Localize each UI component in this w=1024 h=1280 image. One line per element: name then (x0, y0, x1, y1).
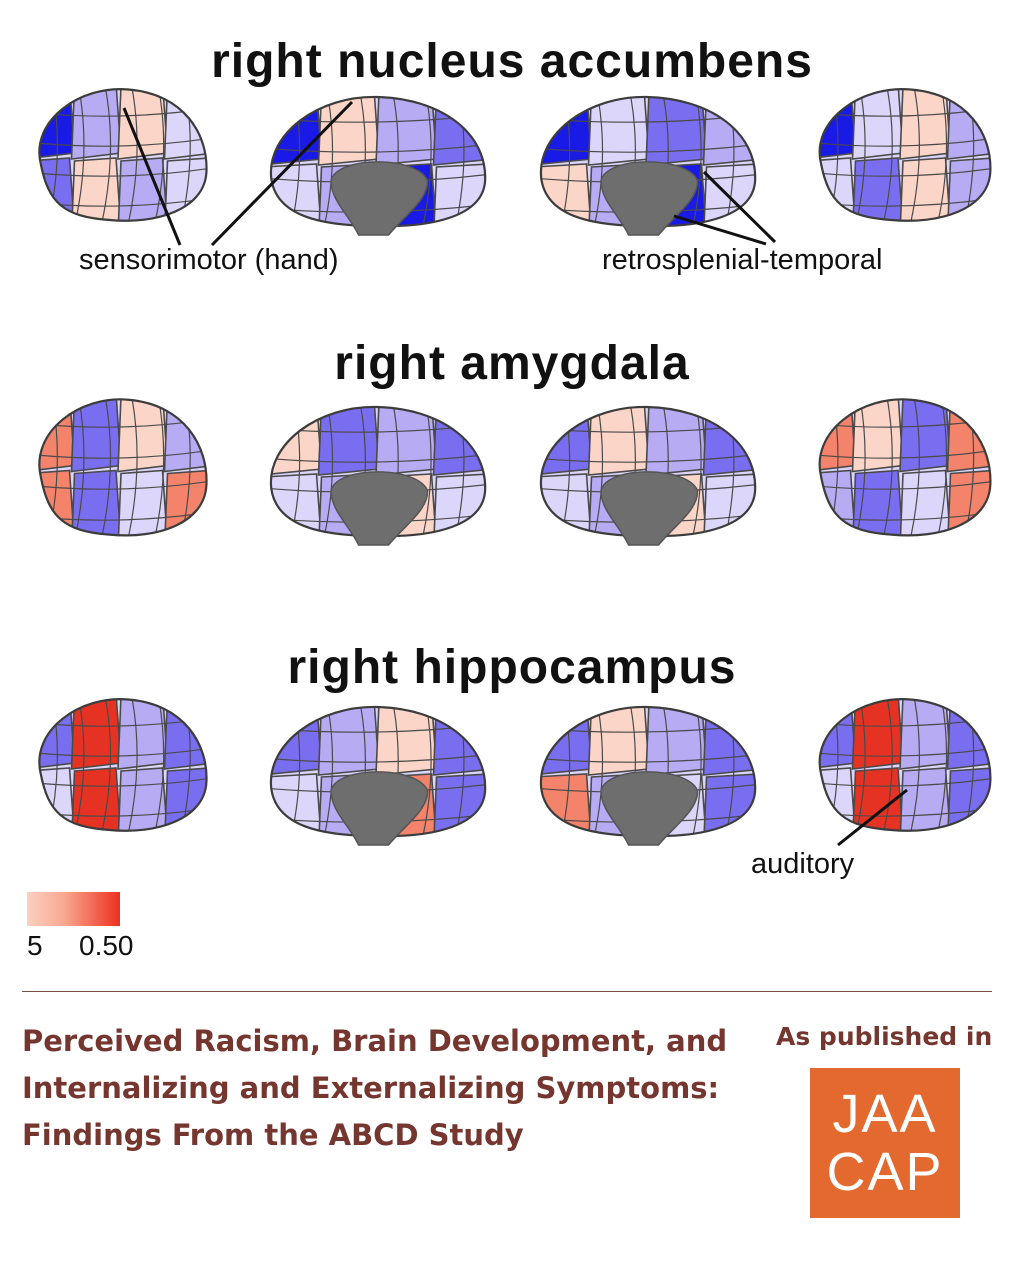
brain-row-accumbens (0, 82, 1024, 242)
brain-surface (819, 89, 991, 221)
brain-lateral-right (818, 88, 992, 222)
scale-max-label: 0.50 (79, 930, 134, 961)
brain-row-hippocampus (0, 692, 1024, 852)
color-scale-bar (27, 892, 120, 926)
annotation-sensorimotor: sensorimotor (hand) (79, 244, 339, 276)
brain-surface (39, 699, 207, 831)
brain-medial-core (330, 771, 429, 846)
logo-line-1: JAA (832, 1084, 938, 1144)
brain-parcel (819, 157, 857, 221)
title-hippocampus: right hippocampus (287, 641, 737, 694)
annotation-retrosplenial: retrosplenial-temporal (602, 244, 883, 276)
brain-medial-core (600, 161, 699, 236)
brain-medial-core (330, 471, 429, 546)
brain-medial-core (600, 771, 699, 846)
brain-parcel (851, 89, 904, 160)
brain-medial-left (270, 95, 487, 236)
brain-parcel (70, 699, 122, 770)
brain-parcel (851, 399, 904, 473)
brain-parcel (819, 469, 857, 536)
brain-parcel (70, 399, 122, 473)
brain-medial-right (540, 405, 757, 546)
annotation-auditory: auditory (751, 848, 855, 880)
jaacap-logo[interactable]: JAA CAP (810, 1068, 960, 1218)
brain-medial-right (540, 705, 757, 846)
title-amygdala: right amygdala (334, 337, 690, 390)
brain-surface (39, 399, 207, 536)
brain-parcel (117, 699, 169, 770)
brain-parcel (819, 767, 857, 831)
footer-divider (22, 991, 992, 992)
brain-parcel (899, 89, 952, 160)
title-nucleus-accumbens: right nucleus accumbens (211, 35, 813, 88)
brain-parcel (117, 89, 169, 160)
article-title: Perceived Racism, Brain Development, and… (22, 1024, 728, 1152)
brain-lateral-left (38, 398, 208, 537)
brain-lateral-left (38, 698, 208, 832)
published-label: As published in (776, 1022, 993, 1051)
brain-surface (819, 699, 991, 831)
brain-parcel (39, 767, 76, 831)
brain-parcel (117, 399, 169, 473)
brain-parcel (39, 469, 76, 536)
brain-lateral-left (38, 88, 208, 222)
brain-parcel (899, 399, 952, 473)
scale-min-label: 5 (27, 930, 43, 961)
logo-line-2: CAP (826, 1142, 944, 1202)
brain-lateral-right (818, 398, 992, 537)
brain-medial-left (270, 405, 487, 546)
brain-row-amygdala (0, 392, 1024, 552)
brain-medial-right (540, 95, 757, 236)
brain-surface (819, 399, 991, 536)
brain-parcel (899, 699, 952, 770)
brain-medial-core (600, 471, 699, 546)
brain-parcel (39, 157, 76, 221)
brain-lateral-right (818, 698, 992, 832)
brain-parcel (70, 89, 122, 160)
brain-parcel (851, 699, 904, 770)
brain-surface (39, 89, 207, 221)
brain-medial-left (270, 705, 487, 846)
